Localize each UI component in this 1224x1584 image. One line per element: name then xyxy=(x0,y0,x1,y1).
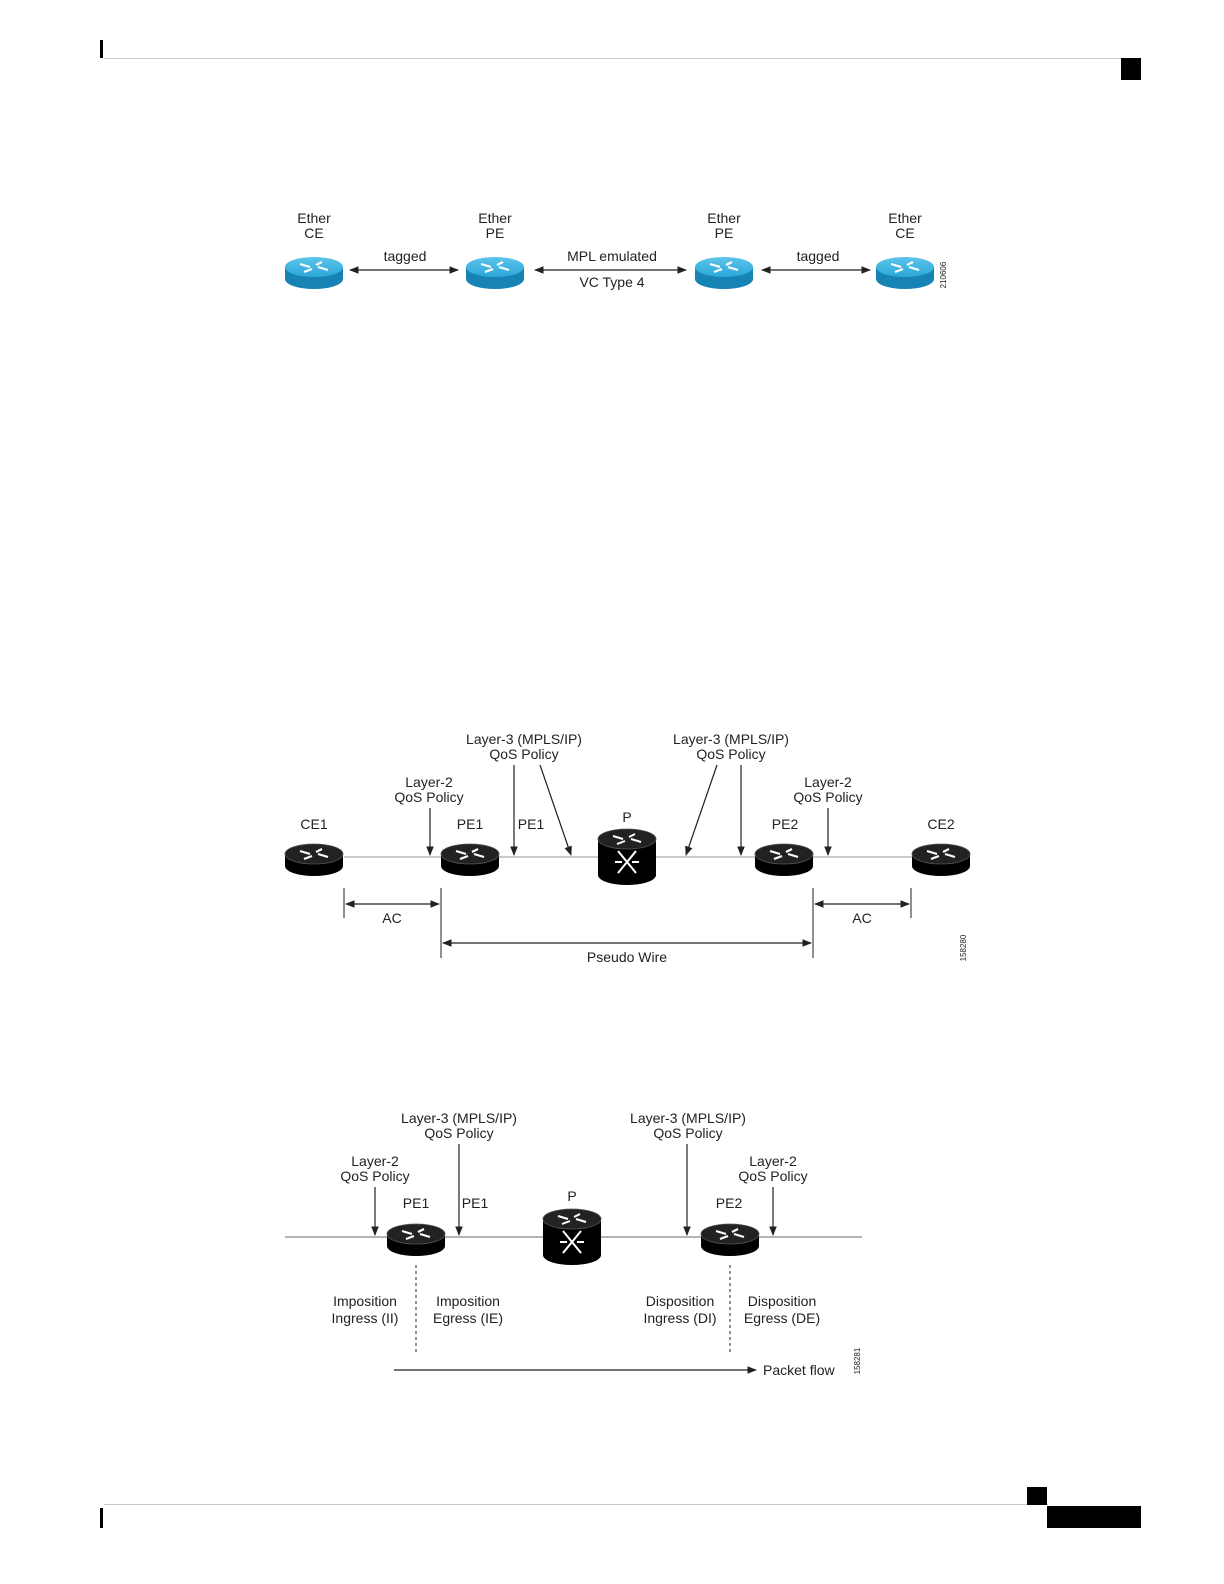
fig2-l2-right-line2: QoS Policy xyxy=(793,789,862,805)
fig2-l3-right-line2: QoS Policy xyxy=(696,746,765,762)
fig1-node2-line1: Ether xyxy=(478,210,512,226)
router-icon xyxy=(699,1222,761,1258)
fig2-p-label: P xyxy=(622,809,631,825)
footer-rule xyxy=(104,1504,1048,1505)
fig3-packet-flow-label: Packet flow xyxy=(763,1362,835,1378)
fig2-l3-right-line1: Layer-3 (MPLS/IP) xyxy=(673,731,789,747)
router-icon xyxy=(283,842,345,878)
fig1-node1-line2: CE xyxy=(304,225,323,241)
fig3-l2-left-line2: QoS Policy xyxy=(340,1168,409,1184)
fig1-node4-line2: CE xyxy=(895,225,914,241)
fig3-pe2-label: PE2 xyxy=(716,1195,743,1211)
fig1-link-right-label: tagged xyxy=(797,248,840,264)
header-corner-block xyxy=(1121,58,1141,80)
footer-left-tick xyxy=(100,1508,103,1528)
fig2-l3-left-line1: Layer-3 (MPLS/IP) xyxy=(466,731,582,747)
fig3-l3-left-line1: Layer-3 (MPLS/IP) xyxy=(401,1110,517,1126)
switch-icon xyxy=(597,828,657,886)
fig3-disp-ingress-line1: Disposition xyxy=(646,1293,714,1309)
fig2-l3-left-arrow-b xyxy=(539,764,572,856)
fig2-l3-right-arrow-a xyxy=(685,764,718,856)
fig2-figure-id: 158280 xyxy=(959,934,968,961)
switch-icon xyxy=(542,1208,602,1266)
fig3-disp-egress-line1: Disposition xyxy=(748,1293,816,1309)
fig2-pe1-label: PE1 xyxy=(457,816,484,832)
figure-2-pseudowire-qos: CE1 PE1 PE1 P PE2 CE2 Layer-3 (MPLS/IP) … xyxy=(283,731,972,965)
fig3-pe1-label: PE1 xyxy=(403,1195,430,1211)
header-left-tick xyxy=(100,40,103,58)
fig2-l2-left-line1: Layer-2 xyxy=(405,774,453,790)
fig2-ce2-label: CE2 xyxy=(927,816,954,832)
router-icon xyxy=(910,842,972,878)
fig3-imp-ingress-line2: Ingress (II) xyxy=(332,1310,399,1326)
fig2-pe2-label: PE2 xyxy=(772,816,799,832)
fig3-l2-left-line1: Layer-2 xyxy=(351,1153,399,1169)
fig1-node1-line1: Ether xyxy=(297,210,331,226)
footer-page-tab xyxy=(1047,1506,1141,1528)
fig2-ce1-label: CE1 xyxy=(300,816,327,832)
fig3-disp-egress-line2: Egress (DE) xyxy=(744,1310,820,1326)
fig3-imp-ingress-line1: Imposition xyxy=(333,1293,397,1309)
router-icon xyxy=(283,255,345,291)
fig2-ac-right-label: AC xyxy=(852,910,871,926)
fig3-imp-egress-line1: Imposition xyxy=(436,1293,500,1309)
fig2-pseudowire-label: Pseudo Wire xyxy=(587,949,667,965)
fig3-l2-right-line2: QoS Policy xyxy=(738,1168,807,1184)
fig1-link-middle-top-label: MPL emulated xyxy=(567,248,657,264)
fig1-node3-line2: PE xyxy=(715,225,734,241)
router-icon xyxy=(753,842,815,878)
figure-1-ethernet-vc-type4: Ether CE Ether PE Ether PE Ether CE tagg… xyxy=(283,210,948,291)
footer-page-tab-small xyxy=(1027,1487,1047,1505)
fig3-l3-right-line1: Layer-3 (MPLS/IP) xyxy=(630,1110,746,1126)
fig2-pe1b-label: PE1 xyxy=(518,816,545,832)
header-rule xyxy=(104,58,1140,59)
router-icon xyxy=(874,255,936,291)
fig2-ac-left-label: AC xyxy=(382,910,401,926)
fig1-link-left-label: tagged xyxy=(384,248,427,264)
router-icon xyxy=(385,1222,447,1258)
fig3-pe1b-label: PE1 xyxy=(462,1195,489,1211)
fig3-imp-egress-line2: Egress (IE) xyxy=(433,1310,503,1326)
fig3-l3-left-line2: QoS Policy xyxy=(424,1125,493,1141)
fig2-l2-right-line1: Layer-2 xyxy=(804,774,852,790)
fig2-l3-left-line2: QoS Policy xyxy=(489,746,558,762)
fig1-node2-line2: PE xyxy=(486,225,505,241)
router-icon xyxy=(439,842,501,878)
fig1-node4-line1: Ether xyxy=(888,210,922,226)
fig3-figure-id: 158281 xyxy=(853,1347,862,1374)
fig3-l2-right-line1: Layer-2 xyxy=(749,1153,797,1169)
fig3-p-label: P xyxy=(567,1188,576,1204)
fig3-disp-ingress-line2: Ingress (DI) xyxy=(643,1310,716,1326)
router-icon xyxy=(464,255,526,291)
fig2-l2-left-line2: QoS Policy xyxy=(394,789,463,805)
fig3-l3-right-line2: QoS Policy xyxy=(653,1125,722,1141)
fig1-link-middle-bottom-label: VC Type 4 xyxy=(579,274,644,290)
router-icon xyxy=(693,255,755,291)
fig1-figure-id: 210606 xyxy=(939,261,948,288)
figure-3-imposition-disposition: PE1 PE1 P PE2 Layer-3 (MPLS/IP) QoS Poli… xyxy=(285,1110,862,1378)
fig1-node3-line1: Ether xyxy=(707,210,741,226)
